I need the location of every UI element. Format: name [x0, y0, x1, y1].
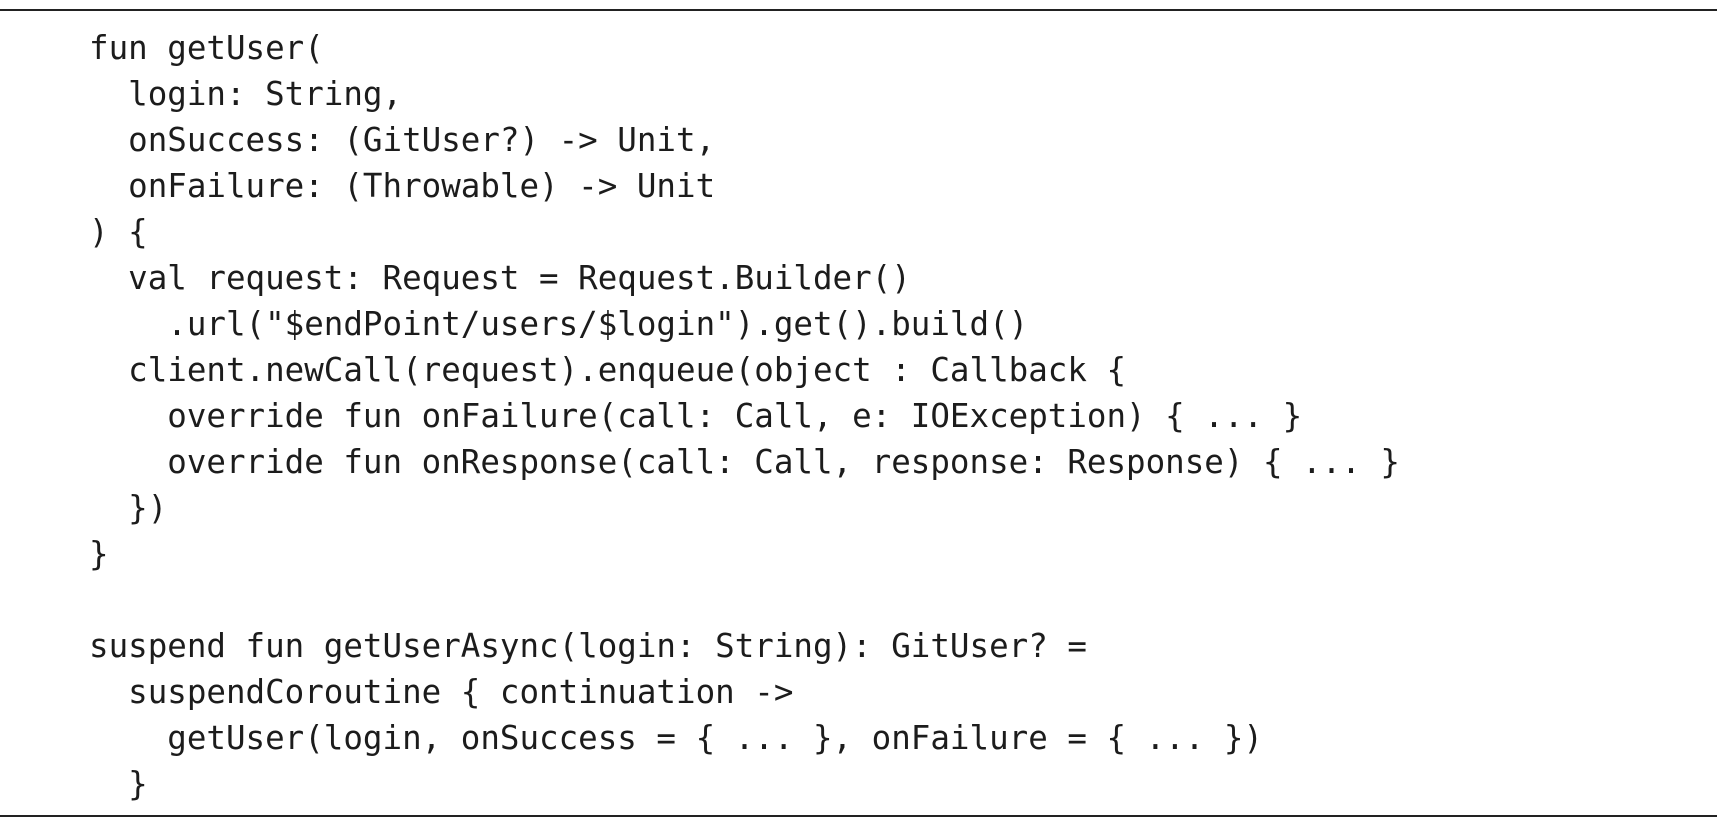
code-line: override fun onResponse(call: Call, resp…	[89, 443, 1400, 481]
code-line: }	[89, 535, 109, 573]
code-line: onSuccess: (GitUser?) -> Unit,	[89, 121, 716, 159]
code-line: login: String,	[89, 75, 403, 113]
code-line: })	[89, 489, 168, 527]
bottom-rule	[0, 815, 1717, 817]
code-line: onFailure: (Throwable) -> Unit	[89, 167, 716, 205]
code-block: fun getUser( login: String, onSuccess: (…	[89, 25, 1400, 807]
code-line: getUser(login, onSuccess = { ... }, onFa…	[89, 719, 1263, 757]
code-line: fun getUser(	[89, 29, 324, 67]
code-line: ) {	[89, 213, 148, 251]
code-line: .url("$endPoint/users/$login").get().bui…	[89, 305, 1029, 343]
code-line: suspend fun getUserAsync(login: String):…	[89, 627, 1087, 665]
code-line: override fun onFailure(call: Call, e: IO…	[89, 397, 1303, 435]
code-line blank-line	[89, 577, 1400, 623]
code-line: suspendCoroutine { continuation ->	[89, 673, 794, 711]
code-line: }	[89, 765, 148, 803]
code-line: client.newCall(request).enqueue(object :…	[89, 351, 1127, 389]
code-line: val request: Request = Request.Builder()	[89, 259, 911, 297]
top-rule	[0, 9, 1717, 11]
